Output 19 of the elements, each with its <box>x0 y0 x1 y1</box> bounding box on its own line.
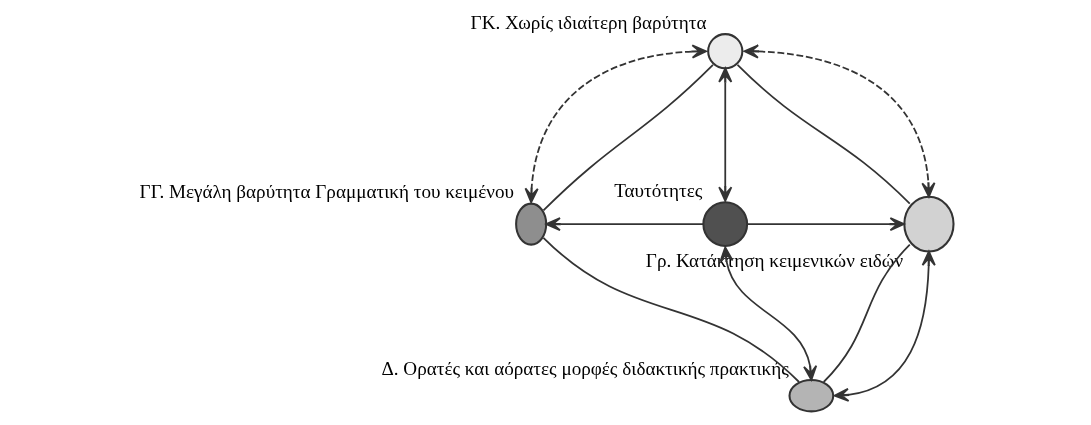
arrow <box>718 67 733 202</box>
arrow <box>545 217 705 232</box>
arrow <box>524 44 707 204</box>
node-label: ΓΚ. Χωρίς ιδιαίτερη βαρύτητα <box>470 11 707 33</box>
node-circle <box>903 195 955 253</box>
connector <box>736 64 911 205</box>
arrow <box>746 217 905 232</box>
node-circle <box>707 33 744 70</box>
arrow <box>833 250 936 402</box>
arrow <box>743 44 936 198</box>
node-label: ΓΓ. Μεγάλη βαρύτητα Γραμματική του κειμένου <box>139 181 514 203</box>
node-circle <box>515 202 548 246</box>
connector <box>542 236 800 383</box>
connector <box>822 243 911 383</box>
arrow <box>719 246 818 381</box>
node-label: Ταυτότητες <box>614 180 703 202</box>
connector <box>542 64 714 212</box>
node-circle <box>702 201 749 247</box>
node-circle <box>788 378 835 413</box>
